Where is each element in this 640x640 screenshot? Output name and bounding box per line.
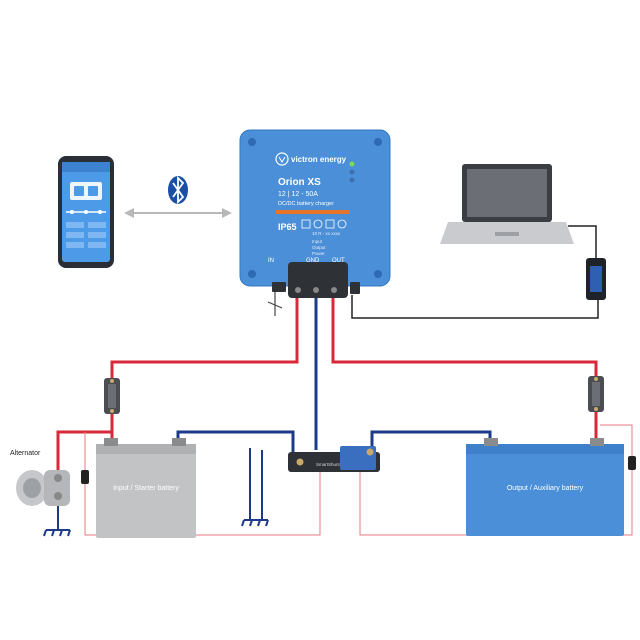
charger-spec-input: Input xyxy=(312,239,323,244)
ground-symbol-starter xyxy=(241,519,269,527)
shunt-label: SmartShunt xyxy=(316,462,341,467)
wire-remote-switch xyxy=(267,292,283,316)
victron-logo-icon xyxy=(275,152,289,166)
wire-output-positive xyxy=(331,298,598,378)
smartshunt xyxy=(288,446,380,472)
charger-ip-rating: IP65 xyxy=(278,222,297,232)
fuse-input xyxy=(104,378,120,414)
ve-direct-usb-interface xyxy=(586,258,606,300)
inline-fuse-left xyxy=(81,470,89,484)
charger-brand: victron energy xyxy=(291,155,347,164)
fuse-output xyxy=(588,376,604,412)
input-battery-label: Input / Starter battery xyxy=(113,485,179,492)
status-led-1 xyxy=(349,161,355,167)
charger-rating: 12 | 12 - 50A xyxy=(278,191,318,198)
wire-input-positive xyxy=(110,298,299,380)
wire-usb-cable xyxy=(568,225,597,258)
alternator xyxy=(16,470,70,506)
wire-data-cable xyxy=(351,295,599,319)
terminal-label-out: OUT xyxy=(332,258,345,264)
smartphone xyxy=(58,156,114,268)
bluetooth-icon xyxy=(168,175,188,205)
charger-subtitle: DC/DC battery charger xyxy=(278,201,334,207)
terminal-label-gnd: GND xyxy=(306,258,320,264)
alternator-label: Alternator xyxy=(10,450,41,457)
charger-model: Orion XS xyxy=(278,177,321,188)
charger-spec-power: Power xyxy=(312,251,325,256)
status-led-2 xyxy=(349,169,355,175)
output-battery-label: Output / Auxiliary battery xyxy=(507,485,584,492)
orion-xs-charger: victron energy Orion XS 12 | 12 - 50A DC… xyxy=(239,129,391,298)
charger-spec-output: Output xyxy=(312,245,326,250)
charger-accent-stripe xyxy=(276,210,350,214)
wire-alternator-positive xyxy=(56,430,112,470)
terminal-label-in: IN xyxy=(268,258,274,264)
certification-icons xyxy=(301,219,347,229)
inline-fuse-right xyxy=(628,456,636,470)
input-starter-battery xyxy=(96,438,196,538)
ground-symbol-alternator xyxy=(43,529,71,537)
status-led-3 xyxy=(349,177,355,183)
wire-starter-ground xyxy=(249,448,263,520)
output-auxiliary-battery xyxy=(466,438,624,536)
wire-thin-sense-right xyxy=(359,424,633,536)
charger-serial: 10 R - xx xxxx xyxy=(312,231,341,236)
bidirectional-arrow xyxy=(124,208,232,218)
laptop xyxy=(440,164,574,244)
